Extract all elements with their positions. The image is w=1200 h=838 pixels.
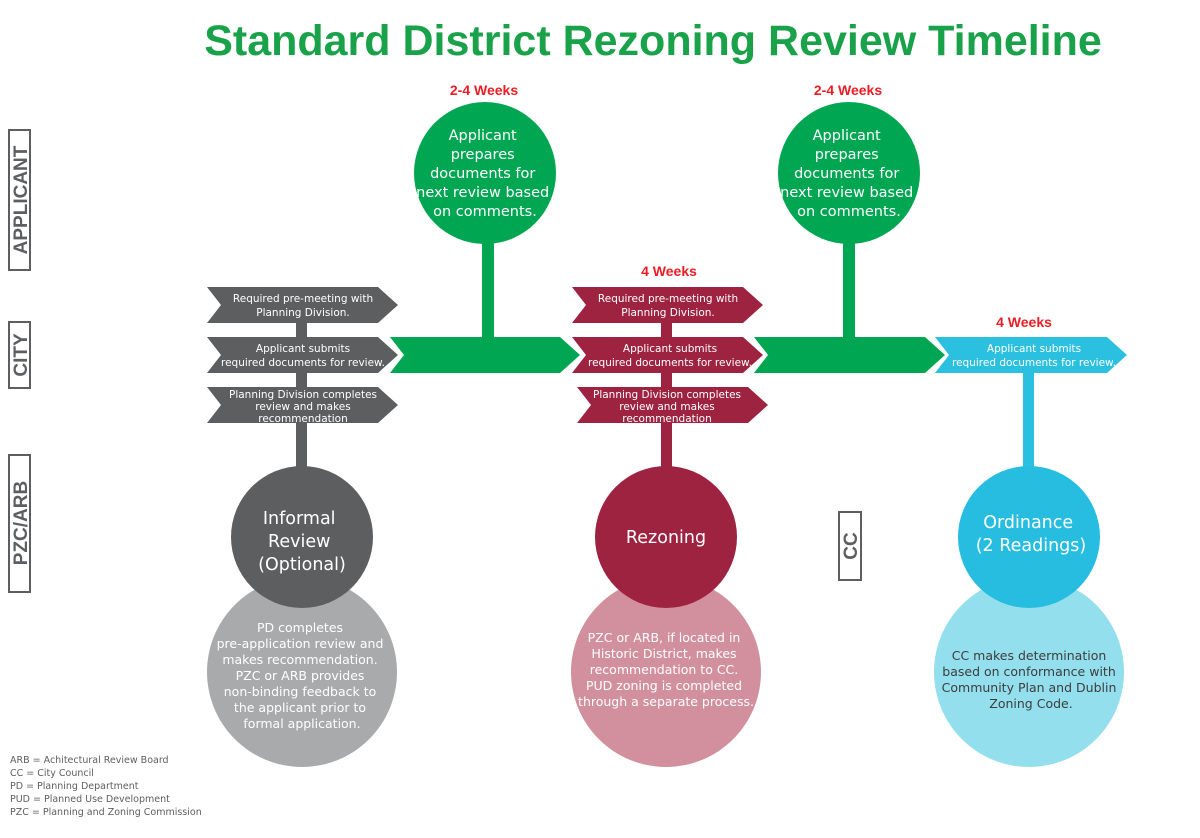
svg-text:APPLICANT: APPLICANT [11,145,32,254]
svg-text:CC makes determination b: CC makes determination based on conforma… [942,648,1121,711]
svg-text:Rezoning: Rezoning [626,528,706,548]
green-arrow [754,337,945,373]
applicant-step-1: Applicant prepares documents for next re… [414,102,556,244]
stem [1023,370,1034,480]
stem [843,230,855,340]
page-title: Standard District Rezoning Review Timeli… [204,17,1102,65]
green-arrow [390,337,580,373]
svg-text:Ordinance (2 Readings): Ordinance (2 Readings) [976,513,1087,556]
svg-text:CITY: CITY [11,333,32,377]
duration-label: 2-4 Weeks [450,82,518,98]
svg-text:PUD = Planned Use Development: PUD = Planned Use Development [10,794,170,805]
duration-label: 4 Weeks [641,263,697,279]
svg-text:PZC = Planning and Zoning Comm: PZC = Planning and Zoning Commission [10,807,202,818]
review-ordinance: Ordinance (2 Readings) CC makes determin… [934,466,1124,767]
review-informal: Informal Review (Optional) PD completes … [207,466,397,767]
svg-text:Informal Review (O: Informal Review (Optional) [258,509,346,575]
svg-text:CC: CC [841,532,862,560]
svg-text:PZC or ARB, if located in: PZC or ARB, if located in Historic Distr… [578,630,754,709]
svg-text:PZC/ARB: PZC/ARB [11,481,32,565]
svg-text:Applicant prepares: Applicant prepares documents for next re… [780,128,918,220]
svg-text:PD completes pre-applica: PD completes pre-application review and … [217,620,388,731]
stem [482,230,494,340]
svg-text:CC = City Council: CC = City Council [10,768,94,779]
svg-text:PD = Planning Department: PD = Planning Department [10,781,139,792]
review-rezoning: Rezoning PZC or ARB, if located in Histo… [571,466,761,767]
applicant-step-2: Applicant prepares documents for next re… [778,102,920,244]
lane-label-city: CITY [8,321,32,389]
duration-label: 2-4 Weeks [814,82,882,98]
lane-label-pzc-arb: PZC/ARB [8,454,32,593]
svg-text:ARB = Achitectural Review Boar: ARB = Achitectural Review Board [10,755,169,766]
lane-label-applicant: APPLICANT [8,129,32,271]
lane-label-cc: CC [838,511,862,581]
svg-text:Applicant prepares: Applicant prepares documents for next re… [416,128,554,220]
duration-label: 4 Weeks [996,314,1052,330]
abbreviation-legend: ARB = Achitectural Review Board CC = Cit… [10,755,202,818]
